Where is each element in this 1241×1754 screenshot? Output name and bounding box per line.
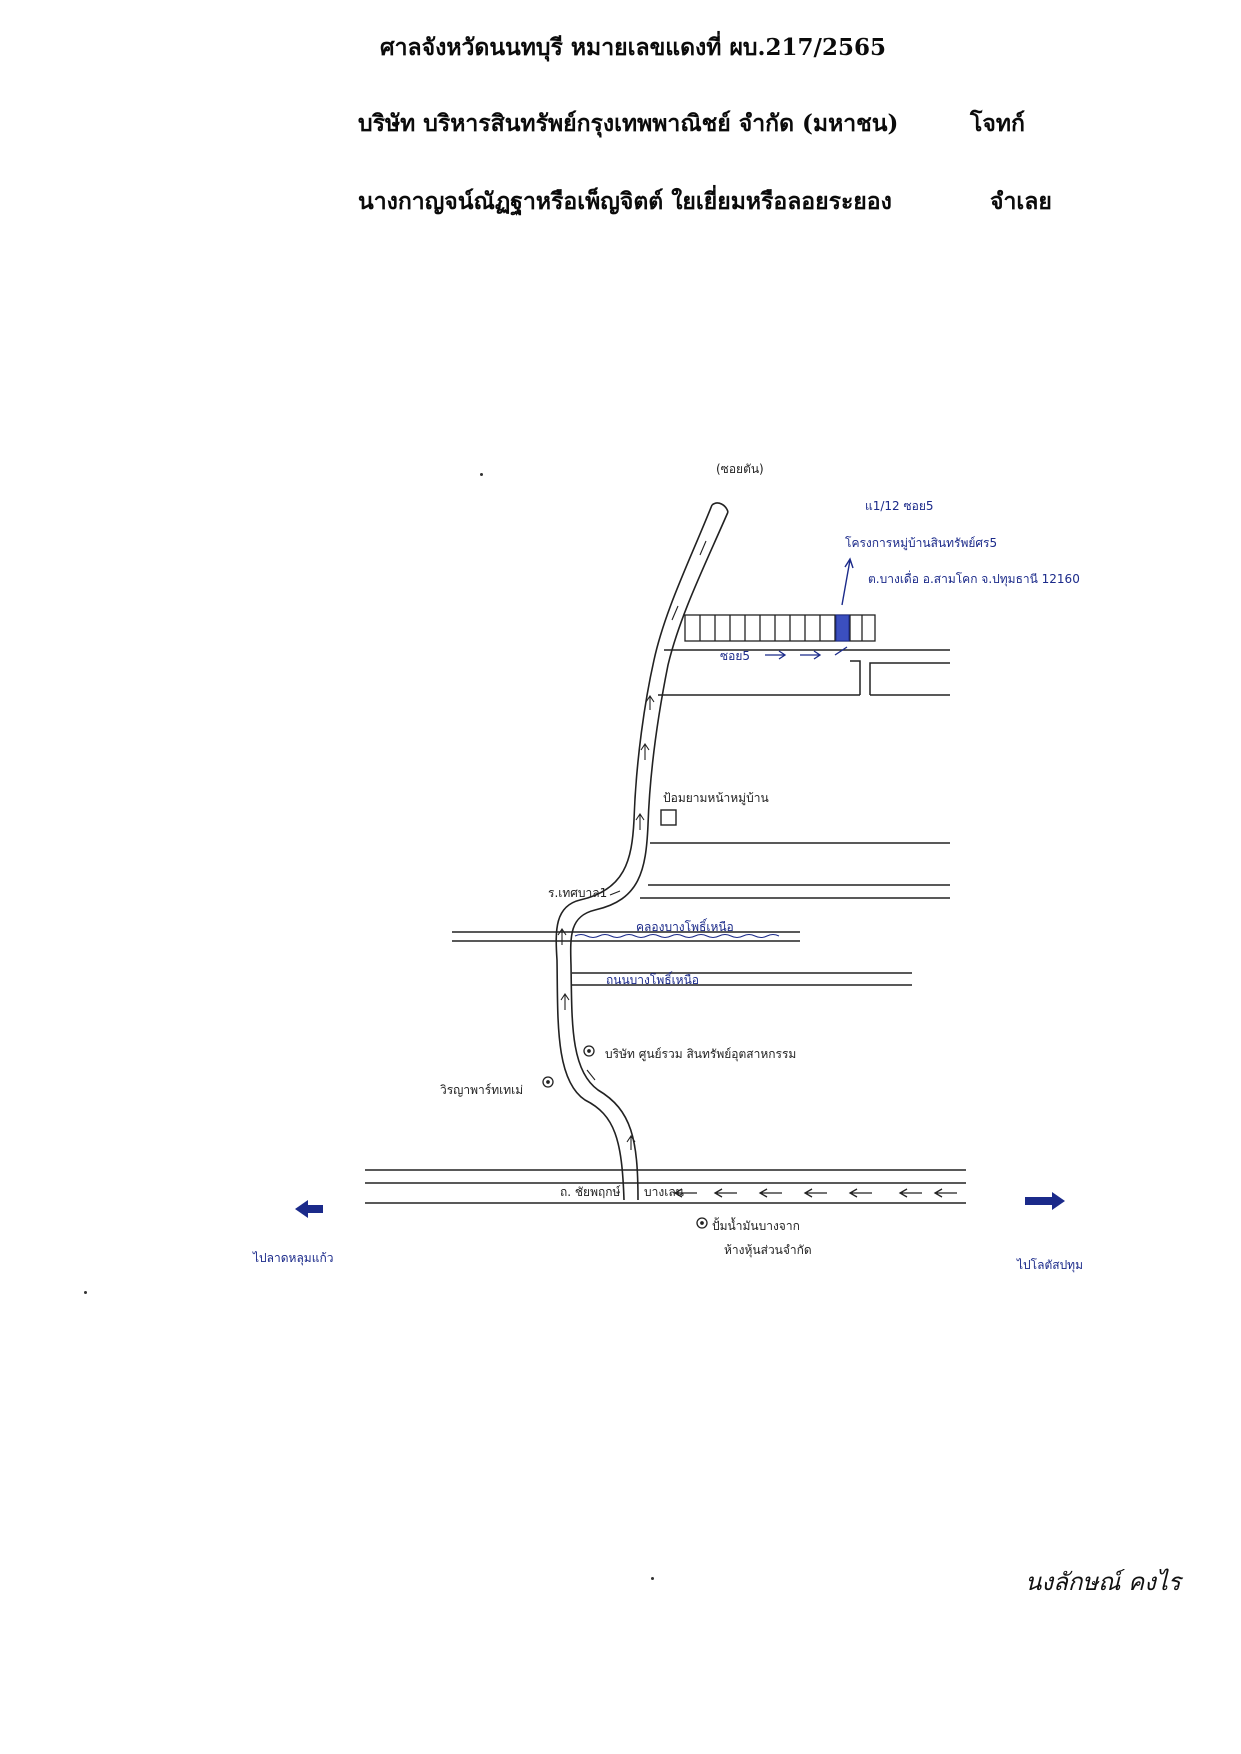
- target-house-marker: [835, 614, 850, 642]
- main-road: [365, 1169, 966, 1204]
- main-road-name-left: ถ. ชัยพฤกษ์: [560, 1185, 621, 1199]
- gas-station-label-2: ห้างหุ้นส่วนจำกัด: [724, 1243, 812, 1258]
- lower-side-road: [572, 972, 912, 986]
- company-label: บริษัท ศูนย์รวม สินทรัพย์อุตสาหกรรม: [605, 1047, 796, 1062]
- soi5-label: ซอย5: [720, 649, 750, 663]
- soi5-arrows: [765, 646, 848, 660]
- left-direction-arrow-icon: [295, 1200, 323, 1218]
- left-direction-label: ไปลาดหลุมแก้ว: [252, 1251, 333, 1266]
- plaintiff-role: โจทก์: [970, 110, 1025, 137]
- address-line-2: โครงการหมู่บ้านสินทรัพย์ศร5: [845, 536, 997, 551]
- target-pointer-arrow: [841, 557, 854, 606]
- house-row: [684, 614, 876, 642]
- temple-label: ร.เทศบาล1: [548, 886, 607, 900]
- route-arrows: [557, 540, 707, 1150]
- main-road-name-right: บางเลน: [644, 1185, 684, 1199]
- court-case-line: ศาลจังหวัดนนทบุรี หมายเลขแดงที่ ผบ.217/2…: [380, 34, 886, 61]
- guard-house: [660, 809, 677, 826]
- gas-station-label-1: ปั้มน้ำมันบางจาก: [712, 1217, 800, 1233]
- side-roads: [640, 884, 950, 899]
- pin-icon: [542, 1045, 708, 1229]
- dead-end-label: (ซอยตัน): [716, 462, 764, 476]
- address-line-1: แ1/12 ซอย5: [865, 499, 934, 513]
- canal: [452, 931, 800, 942]
- canal-label: คลองบางโพธิ์เหนือ: [636, 918, 734, 934]
- soi-road: [555, 502, 729, 1201]
- soi5-road: [658, 649, 950, 696]
- address-line-3: ต.บางเดื่อ อ.สามโคก จ.ปทุมธานี 12160: [868, 570, 1080, 587]
- traffic-arrows: [673, 1188, 957, 1198]
- defendant-names: นางกาญจน์ณัฏฐาหรือเพ็ญจิตต์ ใยเยี่ยมหรือ…: [358, 188, 892, 215]
- plaintiff-name: บริษัท บริหารสินทรัพย์กรุงเทพพาณิชย์ จำก…: [358, 110, 899, 137]
- right-direction-label: ไปโลตัสปทุม: [1016, 1258, 1083, 1273]
- shop-label: วิรญาพาร์ทเทเม่: [440, 1083, 523, 1097]
- lower-road-label: ถนนบางโพธิ์เหนือ: [606, 971, 699, 987]
- scan-dot: [651, 1577, 654, 1580]
- signature: นงลักษณ์ คงไร: [1025, 1568, 1184, 1596]
- scan-dot: [84, 1291, 87, 1294]
- defendant-role: จำเลย: [990, 188, 1052, 215]
- scan-dot: [480, 473, 483, 476]
- guard-house-label: ป้อมยามหน้าหมู่บ้าน: [663, 791, 769, 806]
- right-direction-arrow-icon: [1025, 1192, 1065, 1210]
